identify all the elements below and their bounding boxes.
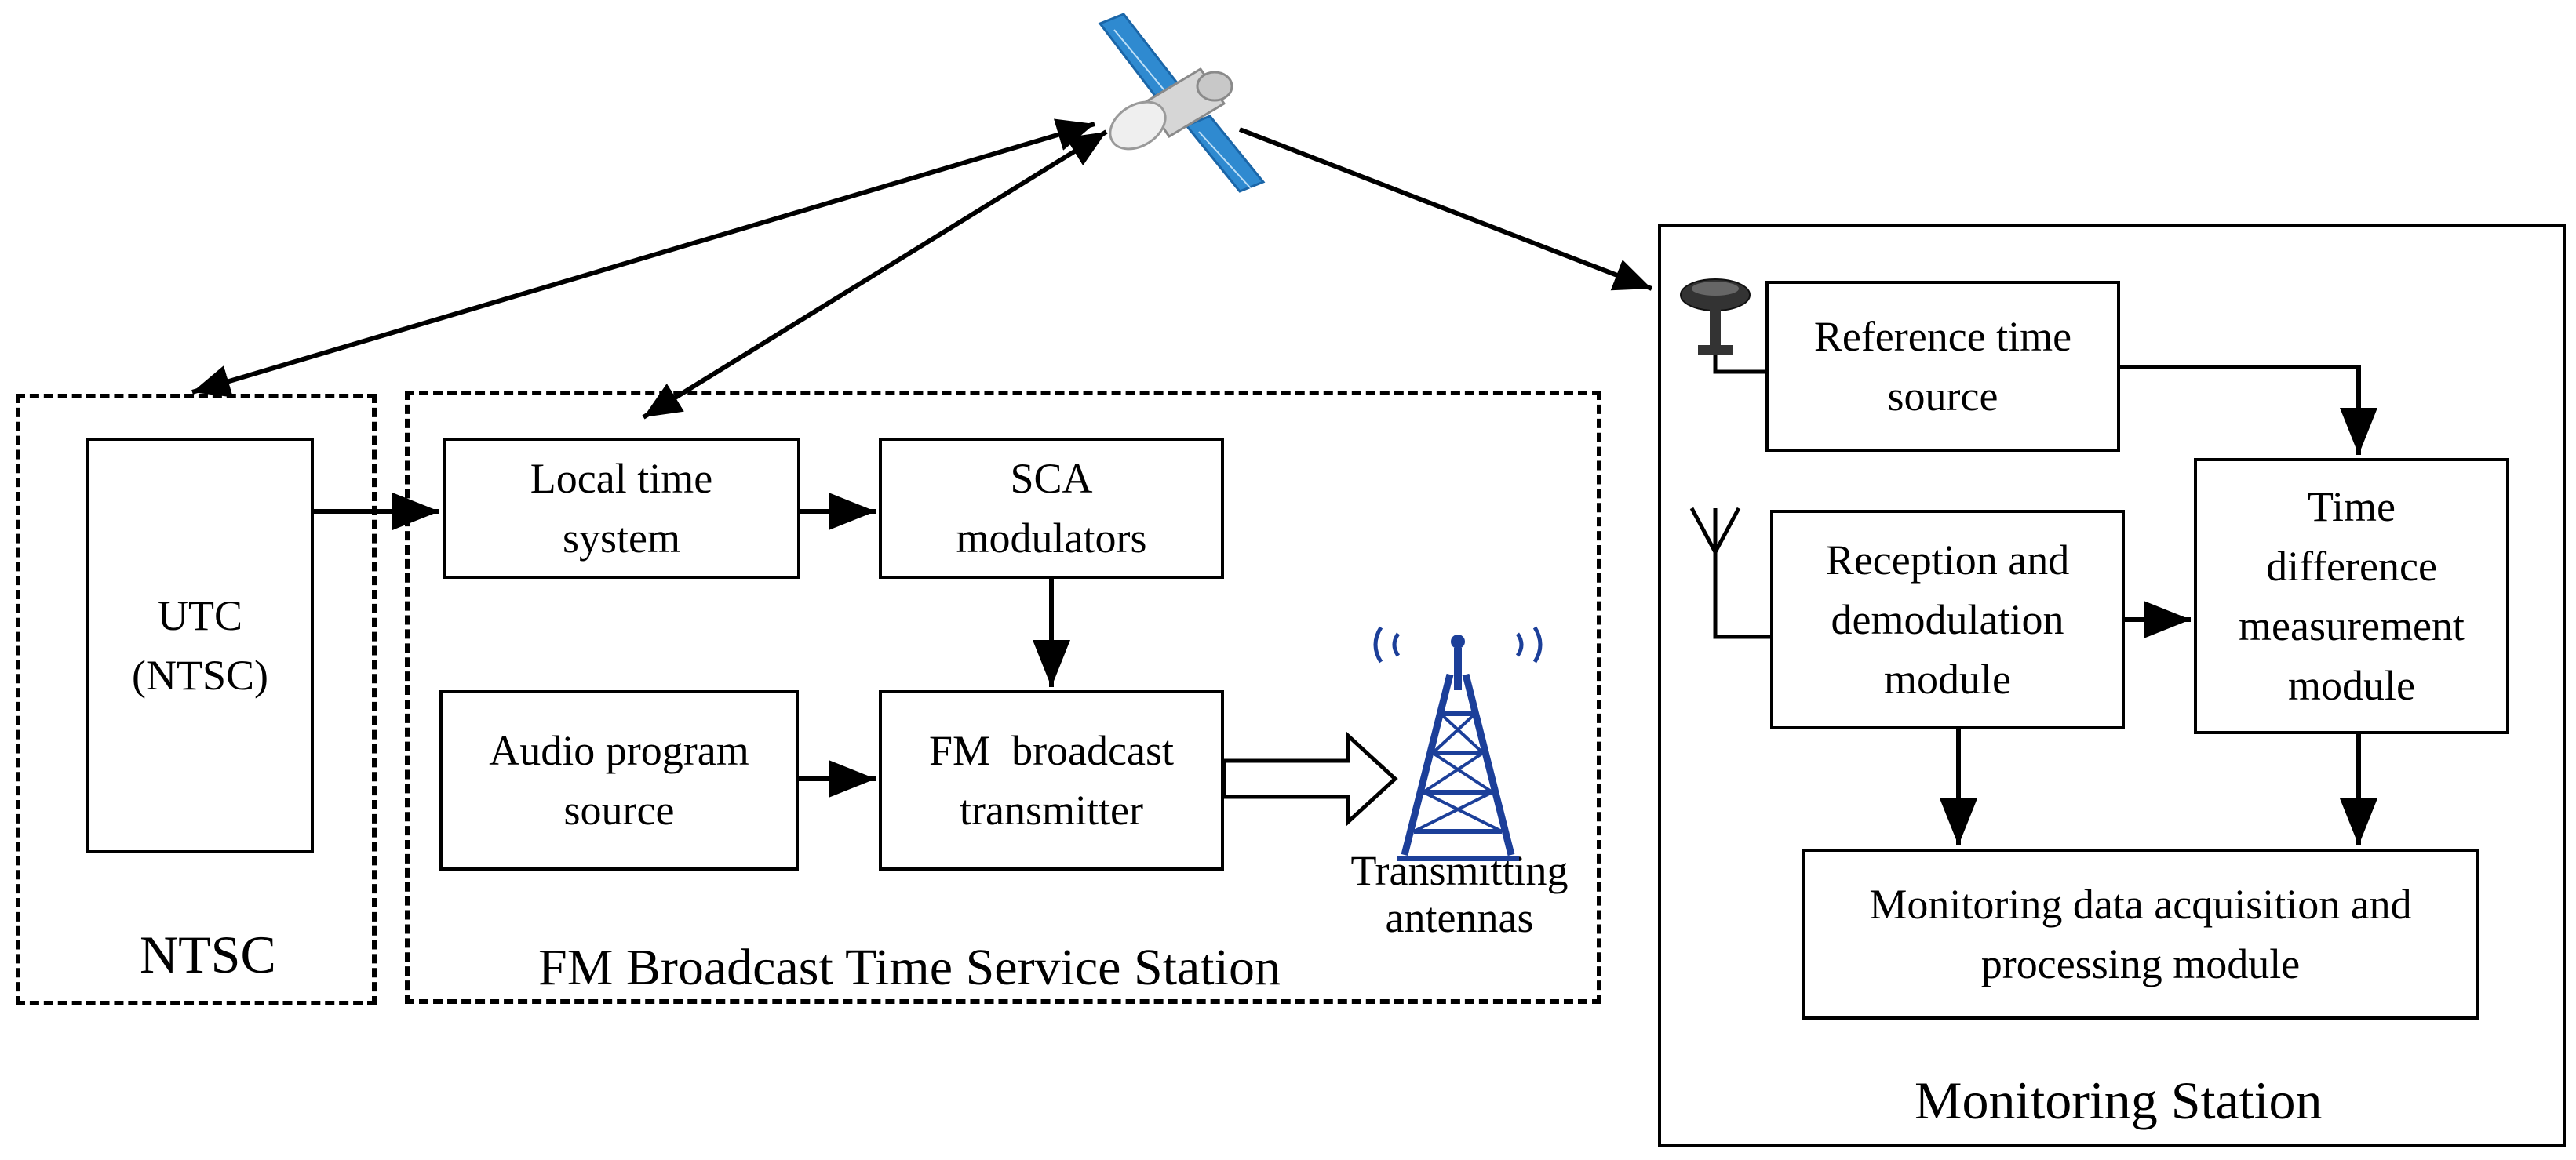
fm-tx-line-1: FM broadcast — [929, 727, 1174, 774]
ref-time-line-2: source — [1887, 373, 1998, 420]
transmitting-antennas-label: Transmitting antennas — [1326, 847, 1593, 941]
gnss-antenna-wire — [1713, 355, 1765, 374]
transmitting-tower-icon — [1373, 626, 1543, 861]
reception-demodulation-module-box: Reception and demodulation module — [1770, 510, 2125, 729]
fm-broadcast-transmitter-box: FM broadcast transmitter — [879, 690, 1224, 871]
receiving-antenna-icon — [1689, 507, 1741, 554]
audio-line-1: Audio program — [489, 727, 749, 774]
reception-line-2: demodulation — [1831, 596, 2064, 643]
rx-antenna-wire — [1713, 549, 1770, 639]
reference-time-source-box: Reference time source — [1765, 281, 2120, 452]
utc-line-1: UTC — [158, 592, 242, 639]
fm-station-region-label: FM Broadcast Time Service Station — [538, 939, 1281, 996]
time-diff-line-1: Time — [2307, 483, 2396, 530]
monitoring-data-acquisition-box: Monitoring data acquisition and processi… — [1802, 849, 2479, 1020]
sca-modulators-box: SCA modulators — [879, 438, 1224, 579]
sca-line-2: modulators — [956, 515, 1147, 562]
monitoring-station-region-label: Monitoring Station — [1915, 1071, 2323, 1130]
reception-line-1: Reception and — [1825, 536, 2070, 584]
monitor-data-line-1: Monitoring data acquisition and — [1869, 881, 2412, 928]
time-difference-measurement-module-box: Time difference measurement module — [2194, 458, 2509, 734]
ref-time-line-1: Reference time — [1813, 313, 2072, 360]
antenna-label-line-2: antennas — [1385, 894, 1534, 941]
reception-line-3: module — [1884, 656, 2011, 703]
sca-line-1: SCA — [1010, 455, 1093, 502]
local-time-line-2: system — [562, 515, 680, 562]
time-diff-line-2: difference — [2266, 543, 2437, 590]
monitor-data-line-2: processing module — [1980, 940, 2301, 987]
utc-ntsc-box: UTC (NTSC) — [86, 438, 314, 853]
transmitter-to-antenna-hollow-arrow — [1222, 731, 1398, 827]
antenna-label-line-1: Transmitting — [1350, 847, 1569, 894]
monitoring-station-region — [1658, 224, 2566, 1147]
audio-line-2: source — [563, 787, 675, 834]
ntsc-region-label: NTSC — [140, 925, 276, 984]
audio-program-source-box: Audio program source — [439, 690, 799, 871]
local-time-line-1: Local time — [530, 455, 713, 502]
satellite-icon — [1098, 13, 1266, 193]
local-time-system-box: Local time system — [443, 438, 800, 579]
fm-tx-line-2: transmitter — [960, 787, 1143, 834]
time-diff-line-4: module — [2288, 662, 2415, 709]
gnss-antenna-icon — [1680, 278, 1751, 355]
time-diff-line-3: measurement — [2239, 602, 2465, 649]
satellite-ntsc-link — [191, 118, 1095, 398]
satellite-monitoring-link — [1238, 127, 1653, 291]
satellite-local-time-link — [642, 129, 1108, 420]
utc-line-2: (NTSC) — [132, 652, 268, 699]
